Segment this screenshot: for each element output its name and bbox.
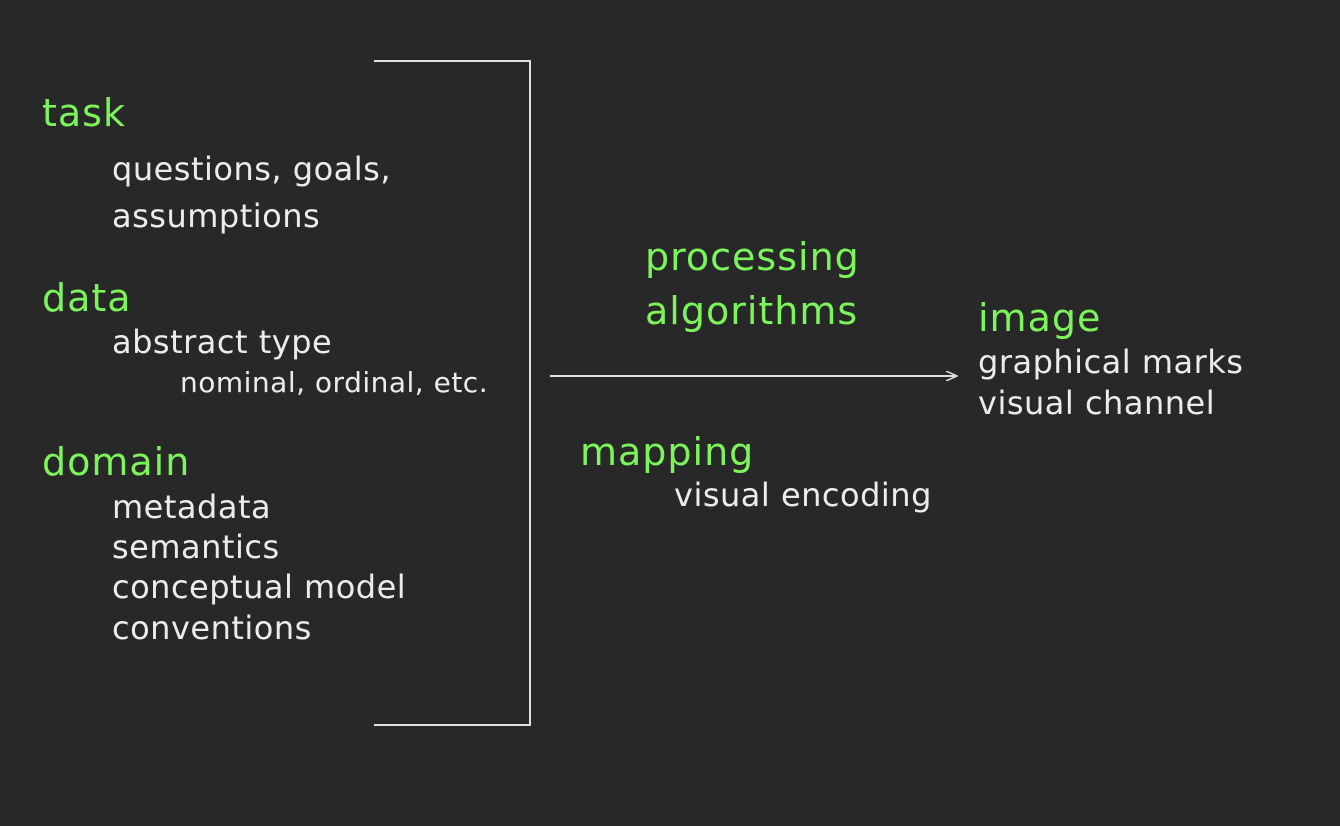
domain-item-metadata: metadata [112, 488, 272, 526]
mapping-heading: mapping [580, 430, 755, 474]
domain-heading: domain [42, 440, 191, 484]
data-item-abstract-type: abstract type [112, 323, 333, 361]
domain-item-conventions: conventions [112, 609, 312, 647]
image-heading: image [978, 296, 1102, 340]
mapping-item-visual-encoding: visual encoding [674, 476, 932, 514]
domain-item-conceptual-model: conceptual model [112, 568, 407, 606]
image-item-visual-channel: visual channel [978, 384, 1216, 422]
data-heading: data [42, 276, 132, 320]
data-subitem-types: nominal, ordinal, etc. [180, 366, 489, 399]
domain-item-semantics: semantics [112, 528, 280, 566]
task-item-assumptions: assumptions [112, 197, 321, 235]
algorithms-label: algorithms [645, 289, 859, 333]
processing-label: processing [645, 235, 860, 279]
input-bracket [374, 60, 531, 726]
task-item-questions: questions, goals, [112, 150, 391, 188]
image-item-graphical-marks: graphical marks [978, 343, 1244, 381]
task-heading: task [42, 91, 126, 135]
